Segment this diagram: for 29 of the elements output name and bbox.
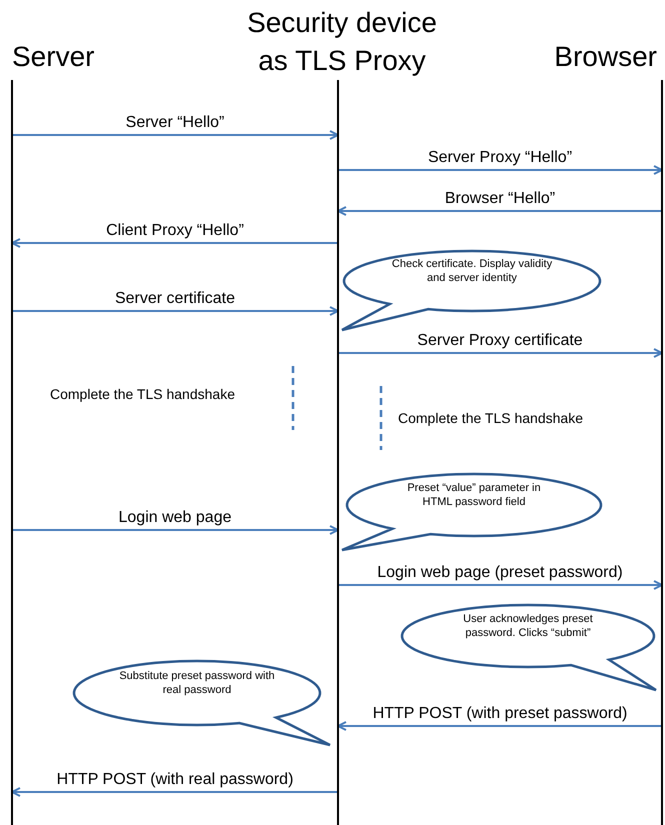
message-label: Server Proxy “Hello”: [428, 149, 572, 167]
bubble-text: User acknowledges preset password. Clicks “submit”: [462, 612, 594, 640]
message-arrow: [11, 787, 338, 797]
message-arrow: [337, 721, 662, 731]
step-note: Complete the TLS handshake: [398, 410, 583, 426]
message-label: Client Proxy “Hello”: [106, 222, 244, 240]
message-arrow: [11, 238, 338, 248]
message-label: Login web page (preset password): [377, 564, 623, 582]
message-arrow: [338, 580, 663, 590]
message-label: Server certificate: [114, 290, 236, 308]
message-arrow: [12, 525, 339, 535]
bubble-text: Preset “value” parameter in HTML password field: [406, 481, 542, 509]
message-arrow: [12, 130, 339, 140]
step-note: Complete the TLS handshake: [50, 386, 235, 402]
bubble-text: Substitute preset password with real password: [118, 669, 276, 697]
message-label: Login web page: [118, 509, 232, 527]
bubble-text: Check certificate. Display validity and server identity: [390, 257, 554, 285]
message-arrow: [338, 165, 663, 175]
message-label: HTTP POST (with preset password): [372, 705, 628, 723]
message-label: HTTP POST (with real password): [56, 771, 294, 789]
message-label: Server “Hello”: [126, 114, 224, 132]
message-arrow: [12, 306, 339, 316]
message-label: Server Proxy certificate: [417, 332, 583, 350]
message-arrow: [337, 206, 662, 216]
participant-label: Security device as TLS Proxy: [246, 6, 438, 78]
message-arrow: [338, 348, 663, 358]
message-label: Browser “Hello”: [444, 190, 556, 208]
participant-label: Server: [12, 40, 94, 74]
participant-label: Browser: [554, 40, 657, 74]
